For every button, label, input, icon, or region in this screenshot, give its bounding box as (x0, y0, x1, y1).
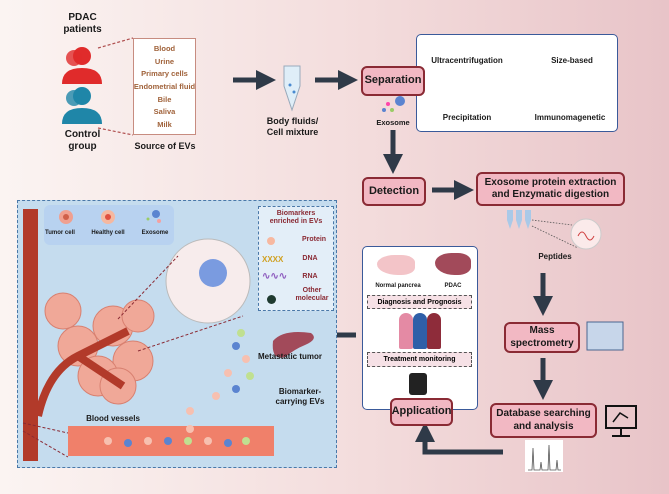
biomarker-dna: DNA (302, 255, 318, 262)
source-caption: Source of EVs (134, 141, 196, 151)
normal-pancreas-icon (377, 255, 415, 275)
peptide-zoom-icon (570, 218, 602, 250)
legend-tumor-cell: Tumor cell (45, 230, 75, 236)
other-molecular-icon (267, 295, 276, 304)
method-precipitation: Precipitation (442, 113, 492, 122)
people-icon (399, 313, 441, 349)
legend-exosome: Exosome (141, 230, 169, 236)
peptide-tubes-icon (507, 210, 531, 229)
metastatic-pancreas-icon (272, 332, 314, 358)
exosome-legend-icon (152, 210, 160, 218)
legend-healthy-cell: Healthy cell (91, 230, 125, 236)
diagnosis-tag: Diagnosis and Prognosis (367, 295, 472, 309)
control-icon (62, 87, 102, 124)
biomarkers-title: Biomarkers enriched in EVs (269, 210, 323, 226)
biomarker-other: Other molecular (295, 287, 329, 303)
metastatic-label: Metastatic tumor (257, 352, 322, 361)
tube-icon (283, 65, 301, 112)
biology-illustration (22, 205, 314, 461)
exosome-icon (382, 96, 405, 112)
biology-panel: Tumor cell Healthy cell Exosome Biomarke… (17, 200, 337, 468)
biomarker-protein: Protein (301, 236, 327, 243)
device-icon (409, 373, 427, 395)
database-box: Database searching and analysis (490, 403, 597, 438)
patients-icon (62, 47, 102, 84)
application-box: Application (390, 398, 453, 426)
biomarker-rna: RNA (302, 273, 318, 280)
peptides-label: Peptides (538, 252, 572, 261)
monitor-analysis-icon (605, 405, 637, 437)
tumor-mass (44, 292, 155, 405)
exosome-label: Exosome (376, 118, 410, 127)
carrying-evs-label: Biomarker- carrying EVs (275, 387, 325, 406)
rna-icon: ∿∿∿ (262, 271, 288, 282)
biomarkers-box: Biomarkers enriched in EVs Protein XXXX … (258, 206, 334, 311)
source-item: Primary cells (141, 69, 188, 79)
method-immunomagnetic: Immunomagenetic (534, 113, 606, 122)
separation-methods-panel: Ultracentrifugation Size-based Precipita… (416, 34, 618, 132)
treatment-tag: Treatment monitoring (367, 352, 472, 367)
extraction-box: Exosome protein extraction and Enzymatic… (476, 172, 625, 206)
application-panel: Normal pancrea PDAC Diagnosis and Progno… (362, 246, 478, 410)
normal-pancreas-label: Normal pancrea (375, 283, 421, 289)
arrow-to-application (415, 422, 503, 455)
patients-label: PDAC patients (63, 12, 102, 35)
dna-icon: XXXX (262, 255, 284, 264)
spectrum-chart-icon (525, 440, 563, 472)
pdac-pancreas-icon (435, 253, 471, 275)
blood-vessels-label: Blood vessels (86, 414, 140, 423)
detection-box: Detection (362, 177, 426, 206)
source-item: Blood (153, 43, 176, 53)
source-item: Saliva (153, 107, 176, 117)
pdac-label: PDAC (444, 283, 462, 289)
protein-icon (267, 237, 275, 245)
control-label: Control group (64, 129, 101, 152)
mass-spec-box: Mass spectrometry (504, 322, 580, 353)
source-item: Bile (157, 94, 172, 104)
source-list: Blood Urine Primary cells Endometrial fl… (133, 38, 196, 135)
method-ultracentrifugation: Ultracentrifugation (431, 56, 503, 65)
source-item: Milk (157, 120, 172, 130)
sample-label: Body fluids/ Cell mixture (266, 116, 319, 137)
method-size-based: Size-based (551, 56, 593, 65)
mass-spec-instrument-icon (586, 321, 624, 351)
source-item: Endometrial fluid (133, 81, 196, 91)
separation-box: Separation (361, 66, 425, 96)
source-item: Urine (154, 56, 175, 66)
ev-dots (104, 329, 254, 447)
